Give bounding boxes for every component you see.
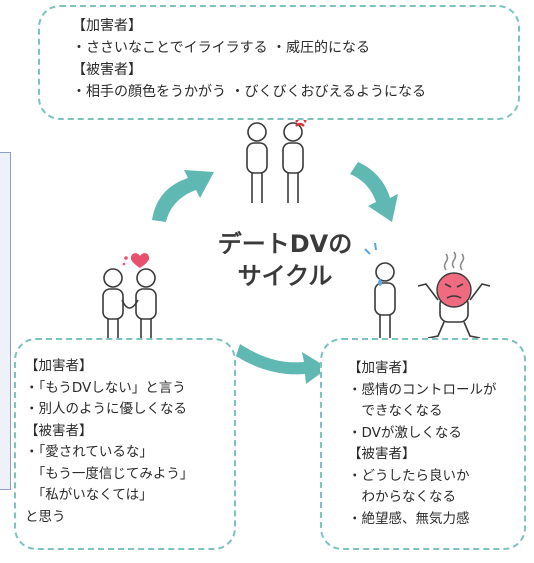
box-line: ・DVが激しくなる — [348, 424, 462, 441]
box-line: ・どうしたら良いか — [348, 467, 470, 484]
honeymoon-phase-box: 【加害者】 ・「もうDVしない」と言う ・別人のように優しくなる 【被害者】 ・… — [14, 338, 236, 550]
box-line: と思う — [25, 508, 66, 525]
steam-icon — [443, 251, 465, 271]
top-couple-figures — [246, 122, 304, 203]
box-line: ・感情のコントロールが — [348, 381, 497, 398]
box-line: 【加害者】 — [72, 18, 142, 34]
title-line-2: サイクル — [237, 262, 333, 290]
box-line: 【加害者】 — [25, 358, 93, 374]
box-line: わからなくなる — [348, 489, 456, 505]
box-line: ・相手の顔色をうかがう ・びくびくおびえるようになる — [72, 84, 427, 100]
arrow-left-to-right — [236, 344, 328, 384]
cycle-title: デートDVの サイクル — [200, 228, 370, 292]
box-line: 【被害者】 — [25, 422, 93, 439]
heart-icon — [122, 253, 150, 268]
box-line: ・ささいなことでイライラする ・威圧的になる — [72, 40, 371, 56]
arrow-top-to-right — [350, 162, 398, 222]
right-fearful-figure — [374, 262, 396, 340]
box-line: ・「愛されているな」 — [25, 444, 153, 460]
box-line: ・絶望感、無気力感 — [348, 510, 470, 527]
box-line: 【加害者】 — [348, 360, 416, 376]
arrow-left-to-top — [152, 170, 214, 222]
box-line: 「もう一度信じてみよう」 — [25, 465, 194, 482]
tension-phase-box: 【加害者】 ・ささいなことでイライラする ・威圧的になる 【被害者】 ・相手の顔… — [38, 5, 520, 120]
title-line-1: デートDVの — [217, 230, 353, 258]
box-line: できなくなる — [348, 403, 443, 419]
box-line: ・別人のように優しくなる — [25, 401, 187, 417]
sweat-icon — [364, 242, 382, 286]
left-edge-strip — [0, 152, 11, 490]
angry-face-icon — [436, 272, 472, 308]
box-line: 【被害者】 — [348, 446, 416, 462]
box-line: ・「もうDVしない」と言う — [25, 379, 186, 396]
box-line: 「私がいなくては」 — [25, 487, 153, 503]
explosion-phase-box: 【加害者】 ・感情のコントロールが できなくなる ・DVが激しくなる 【被害者】… — [320, 338, 526, 550]
box-line: 【被害者】 — [72, 62, 142, 78]
left-couple-figures — [102, 268, 157, 340]
